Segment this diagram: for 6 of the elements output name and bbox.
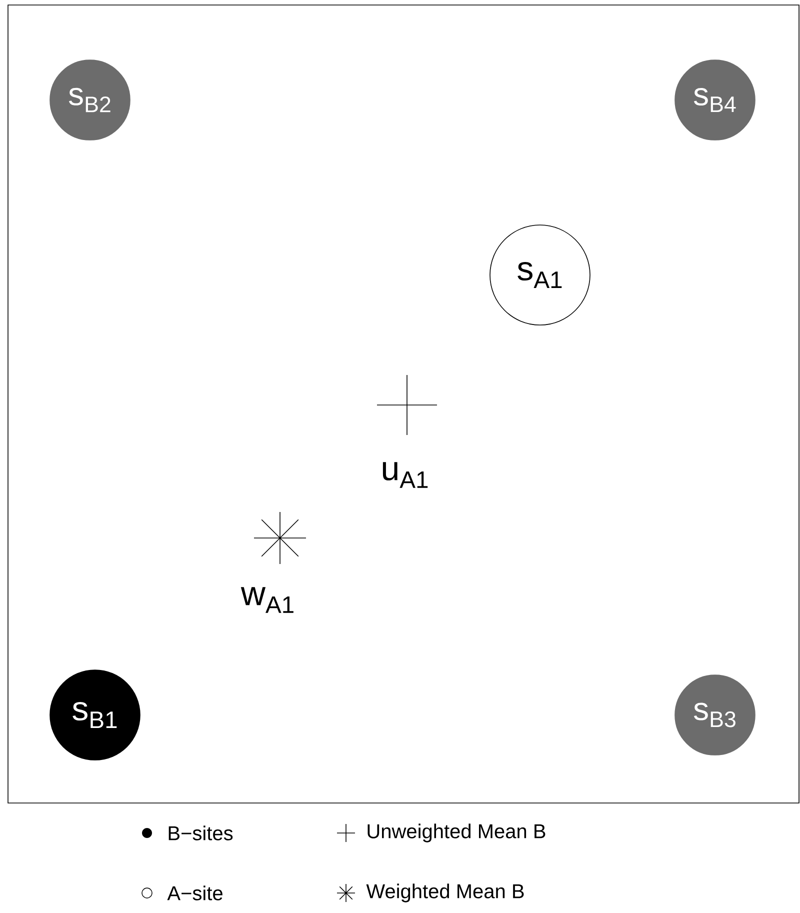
legend-label: B−sites	[168, 826, 233, 840]
legend-label: Unweighted Mean B	[368, 824, 546, 842]
legend-label: Weighted Mean B	[366, 884, 524, 902]
point-label: u$_{A1}$	[382, 462, 428, 488]
legend-label: A−site	[167, 886, 222, 900]
point-label: w$_{A1}$	[240, 587, 294, 613]
